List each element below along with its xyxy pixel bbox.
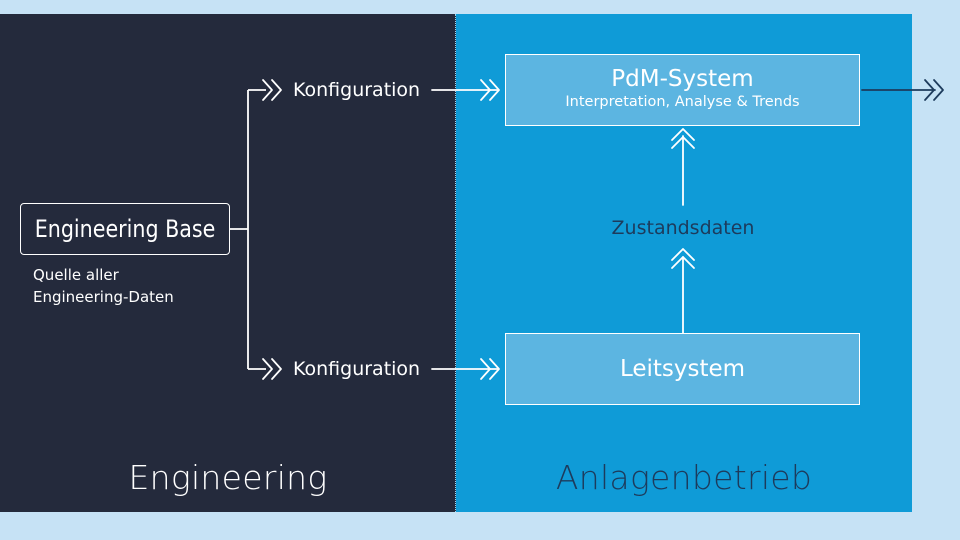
konfiguration-label-top: Konfiguration	[293, 79, 421, 101]
chevron-right-icon	[933, 79, 944, 101]
section-divider	[455, 14, 456, 512]
leitsystem-title: Leitsystem	[619, 356, 746, 382]
pdm-system-subtitle: Interpretation, Analyse & Trends	[565, 94, 800, 110]
engineering-base-subtitle-line1: Quelle aller	[33, 266, 119, 284]
engineering-base-box: Engineering Base	[20, 203, 230, 255]
pdm-system-title: PdM-System	[611, 66, 754, 92]
engineering-section-title: Engineering	[128, 458, 328, 497]
engineering-base-subtitle-line2: Engineering-Daten	[33, 288, 174, 306]
zustandsdaten-label: Zustandsdaten	[611, 217, 755, 239]
leitsystem-box: Leitsystem	[505, 333, 860, 405]
chevron-right-icon	[924, 79, 935, 101]
engineering-panel	[0, 14, 456, 512]
anlagenbetrieb-section-title: Anlagenbetrieb	[555, 458, 813, 497]
engineering-base-title: Engineering Base	[34, 215, 216, 243]
konfiguration-label-bottom: Konfiguration	[293, 358, 421, 380]
pdm-system-box: PdM-System Interpretation, Analyse & Tre…	[505, 54, 860, 126]
